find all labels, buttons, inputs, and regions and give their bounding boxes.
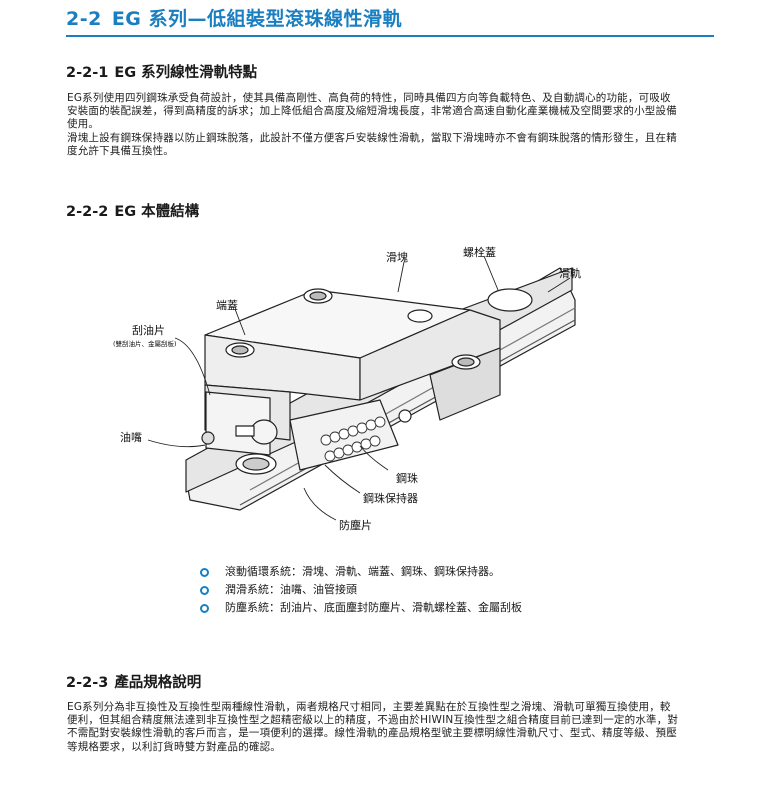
block-bolt-hole: [457, 357, 475, 367]
ball-row: [320, 416, 386, 462]
title-rule: [66, 35, 714, 37]
bullet-icon: [200, 603, 209, 613]
paragraph-line: 滑塊上設有鋼珠保持器以防止鋼珠脫落，此設計不僅方便客戶安裝線性滑軌，當取下滑塊時…: [67, 131, 677, 157]
bolt-cap-circle: [487, 288, 533, 312]
label-end-cap: 端蓋: [216, 299, 238, 312]
section-number: 2-2: [66, 8, 102, 30]
system-list: 滾動循環系統：滑塊、滑軌、端蓋、鋼珠、鋼珠保持器。 潤滑系統：油嘴、油管接頭 防…: [200, 563, 522, 617]
list-item-text: 滾動循環系統：滑塊、滑軌、端蓋、鋼珠、鋼珠保持器。: [225, 565, 500, 578]
label-grease-nipple: 油嘴: [120, 431, 142, 444]
leader-bolt-cap: [483, 255, 499, 291]
paragraph-features: EG系列使用四列鋼珠承受負荷設計，使其具備高剛性、高負荷的特性，同時具備四方向等…: [67, 92, 679, 158]
leader-bottom-seal: [303, 487, 337, 521]
label-block: 滑塊: [386, 251, 408, 264]
list-item-text: 潤滑系統：油嘴、油管接頭: [225, 583, 357, 596]
bullet-icon: [200, 585, 209, 595]
label-end-seal-note: (雙刮油片、金屬刮板): [113, 340, 177, 348]
list-item-text: 防塵系統：刮油片、底面塵封防塵片、滑軌螺栓蓋、金屬刮板: [225, 601, 522, 614]
leader-end-cap: [234, 308, 246, 336]
paragraph-line: EG系列使用四列鋼珠承受負荷設計，使其具備高剛性、高負荷的特性，同時具備四方向等…: [67, 92, 677, 131]
label-bolt-cap: 螺栓蓋: [463, 246, 496, 259]
leader-retainer: [324, 464, 361, 494]
label-ball: 鋼珠: [396, 472, 418, 485]
heading-2-2-2: 2-2-2 EG 本體結構: [66, 200, 199, 221]
list-item: 潤滑系統：油嘴、油管接頭: [200, 581, 522, 599]
heading-2-2-1: 2-2-1 EG 系列線性滑軌特點: [66, 61, 257, 82]
block-bolt-hole: [309, 291, 327, 301]
label-rail: 滑軌: [559, 267, 581, 280]
label-bottom-seal: 防塵片: [339, 519, 372, 532]
rail-bolt-hole: [242, 457, 270, 471]
list-item: 防塵系統：刮油片、底面塵封防塵片、滑軌螺栓蓋、金屬刮板: [200, 599, 522, 617]
label-end-seal: 刮油片: [132, 324, 165, 337]
heading-number: 2-2-2: [66, 204, 109, 220]
heading-text: EG 系列線性滑軌特點: [114, 65, 258, 81]
paragraph-spec: EG系列分為非互換性及互換性型兩種線性滑軌，兩者規格尺寸相同，主要差異點在於互換…: [67, 701, 679, 754]
paragraph-line: EG系列分為非互換性及互換性型兩種線性滑軌，兩者規格尺寸相同，主要差異點在於互換…: [67, 701, 679, 753]
list-item: 滾動循環系統：滑塊、滑軌、端蓋、鋼珠、鋼珠保持器。: [200, 563, 522, 581]
heading-number: 2-2-1: [66, 65, 109, 81]
heading-number: 2-2-3: [66, 675, 109, 691]
heading-text: EG 本體結構: [114, 204, 200, 220]
leader-block: [397, 261, 405, 293]
block-bolt-hole: [231, 345, 249, 355]
leader-grease-nipple: [147, 439, 206, 448]
page-title: 2-2 EG 系列—低組裝型滾珠線性滑軌: [66, 4, 402, 31]
grease-nipple-shape: [201, 419, 278, 445]
block-bolt-hole: [407, 309, 433, 323]
section-title: EG 系列—低組裝型滾珠線性滑軌: [111, 8, 403, 30]
bullet-icon: [200, 567, 209, 577]
block-right-top: [359, 309, 501, 401]
heading-2-2-3: 2-2-3 產品規格說明: [66, 671, 201, 692]
label-retainer: 鋼珠保持器: [363, 492, 418, 505]
leader-rail: [547, 277, 571, 293]
leader-ball: [359, 445, 389, 471]
leader-end-seal: [174, 337, 211, 396]
heading-text: 產品規格說明: [114, 675, 202, 691]
